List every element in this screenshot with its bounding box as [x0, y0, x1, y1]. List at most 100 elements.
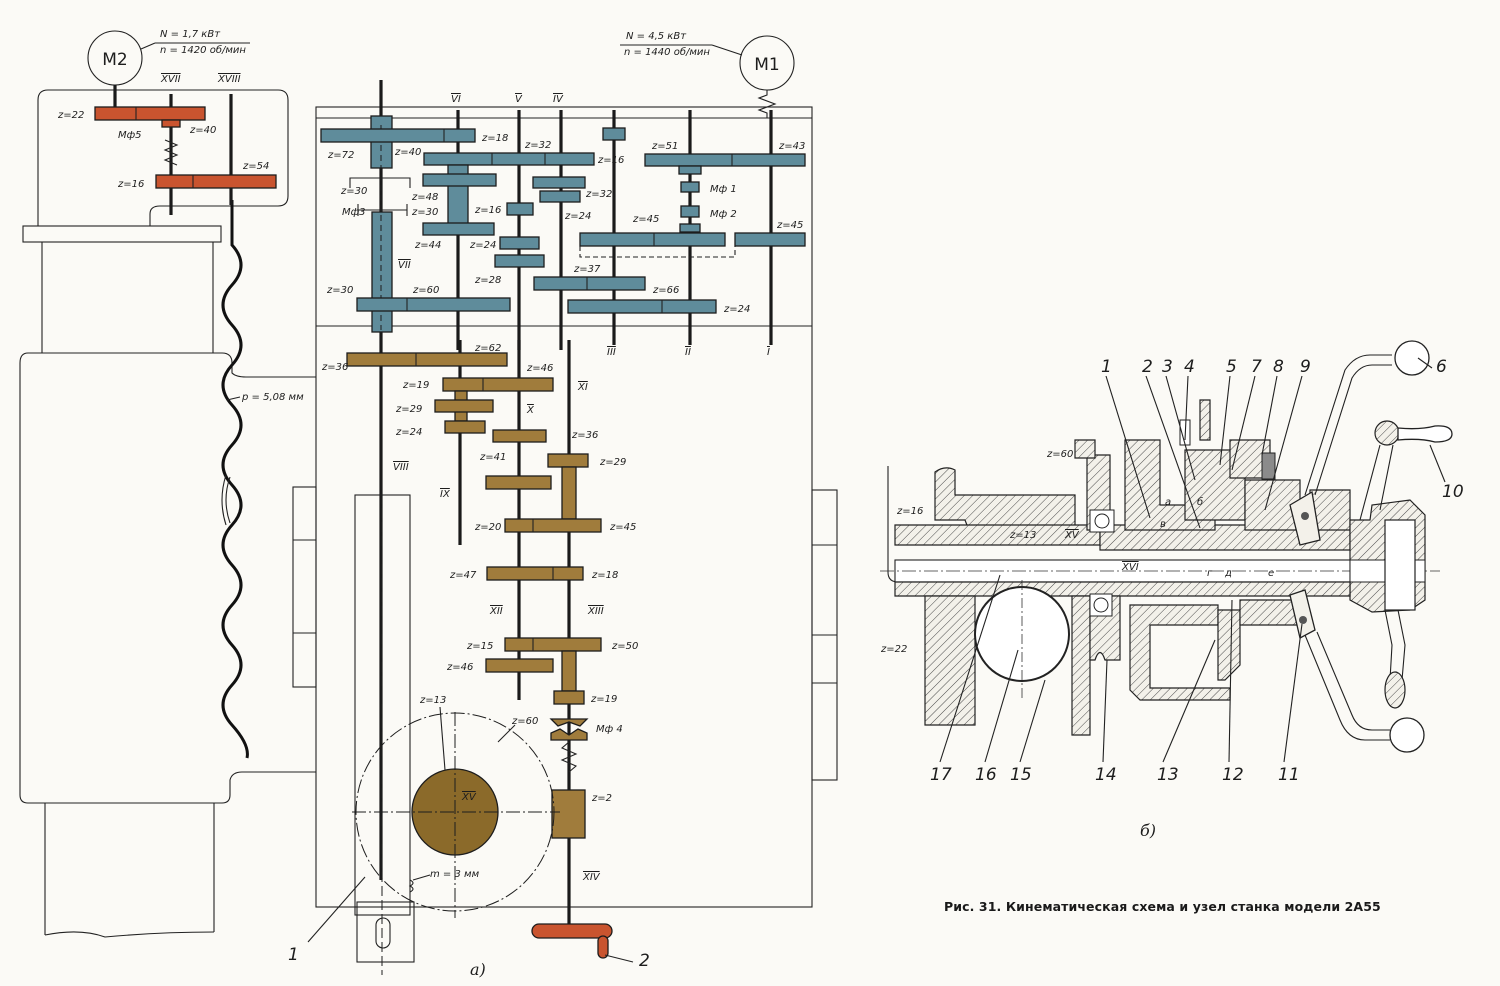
svg-text:z=54: z=54 [242, 161, 269, 172]
svg-text:11: 11 [1278, 765, 1300, 785]
svg-text:z=30: z=30 [326, 285, 353, 296]
svg-text:z=29: z=29 [395, 404, 422, 415]
svg-text:д: д [1224, 568, 1232, 579]
svg-text:z=24: z=24 [564, 211, 591, 222]
svg-text:VI: VI [451, 94, 461, 105]
svg-text:z=43: z=43 [778, 141, 805, 152]
svg-text:XIV: XIV [582, 872, 601, 883]
svg-text:z=36: z=36 [571, 430, 598, 441]
clutch-mf4-label: Мф 4 [596, 724, 623, 735]
svg-text:б: б [1197, 496, 1203, 508]
svg-text:10: 10 [1442, 482, 1464, 502]
svg-text:z=13: z=13 [419, 695, 446, 706]
gear-z22 [94, 106, 206, 121]
svg-text:XI: XI [577, 382, 588, 393]
part-label-1: 1 [288, 945, 299, 965]
svg-text:z=16: z=16 [597, 155, 624, 166]
svg-text:z=46: z=46 [446, 662, 473, 673]
svg-text:15: 15 [1010, 765, 1032, 785]
worm-z2 [551, 789, 586, 839]
svg-text:z=18: z=18 [591, 570, 618, 581]
svg-text:z=13: z=13 [1009, 530, 1036, 541]
svg-text:z=2: z=2 [591, 793, 612, 804]
svg-text:z=60: z=60 [1046, 449, 1073, 460]
svg-text:z=40: z=40 [189, 125, 216, 136]
svg-text:z=60: z=60 [412, 285, 439, 296]
svg-text:X: X [526, 405, 535, 416]
part-label-2: 2 [639, 951, 650, 971]
svg-text:z=16: z=16 [896, 506, 923, 517]
motor-m1-power: N = 4,5 кВт [626, 31, 687, 42]
svg-text:3: 3 [1162, 357, 1173, 377]
svg-text:z=30: z=30 [411, 207, 438, 218]
svg-text:XV: XV [1064, 530, 1080, 541]
motor-m1-label: M1 [754, 55, 779, 75]
subfigure-b-label: б) [1140, 821, 1156, 840]
svg-text:z=32: z=32 [585, 189, 612, 200]
svg-text:8: 8 [1273, 357, 1284, 377]
clutch-mf1-label: Мф 1 [710, 184, 737, 195]
svg-text:а: а [1165, 497, 1171, 508]
svg-text:VII: VII [398, 260, 411, 271]
worm-wheel-assembly: XV z=13 z=60 m = 3 мм 1 [288, 480, 560, 975]
svg-text:m = 3 мм: m = 3 мм [430, 869, 480, 880]
motor-m2-label: M2 [102, 50, 127, 70]
svg-text:4: 4 [1184, 357, 1195, 377]
svg-text:XII: XII [489, 606, 503, 617]
svg-text:z=44: z=44 [414, 240, 441, 251]
svg-text:13: 13 [1157, 765, 1179, 785]
svg-text:z=51: z=51 [651, 141, 678, 152]
svg-text:z=60: z=60 [511, 716, 538, 727]
feed-handwheel: 2 [531, 923, 650, 971]
svg-text:z=45: z=45 [776, 220, 803, 231]
svg-text:III: III [607, 347, 616, 358]
svg-text:z=20: z=20 [474, 522, 501, 533]
svg-text:z=46: z=46 [526, 363, 553, 374]
svg-text:7: 7 [1251, 357, 1262, 377]
svg-text:z=16: z=16 [474, 205, 501, 216]
svg-text:I: I [767, 347, 770, 358]
clutch-mf2-label: Мф 2 [710, 209, 737, 220]
svg-text:z=15: z=15 [466, 641, 493, 652]
shaft-label-XVII: XVII [160, 74, 181, 85]
svg-text:z=24: z=24 [469, 240, 496, 251]
svg-text:z=19: z=19 [402, 380, 429, 391]
svg-text:z=45: z=45 [632, 214, 659, 225]
svg-text:XV: XV [461, 792, 477, 803]
svg-text:z=24: z=24 [723, 304, 750, 315]
svg-text:z=45: z=45 [609, 522, 636, 533]
svg-text:z=24: z=24 [395, 427, 422, 438]
svg-text:II: II [685, 347, 691, 358]
svg-text:IX: IX [440, 489, 451, 500]
svg-text:z=36: z=36 [321, 362, 348, 373]
svg-text:XVI: XVI [1121, 562, 1139, 573]
svg-text:в: в [1160, 519, 1166, 530]
svg-text:z=41: z=41 [479, 452, 506, 463]
svg-text:6: 6 [1436, 357, 1447, 377]
svg-text:z=37: z=37 [573, 264, 601, 275]
svg-text:1: 1 [1101, 357, 1112, 377]
clutch-mf3-label: Мф3 [342, 207, 366, 218]
motor-m2-power: N = 1,7 кВт [160, 29, 221, 40]
figure-caption: Рис. 31. Кинематическая схема и узел ста… [944, 899, 1381, 914]
svg-text:z=40: z=40 [394, 147, 421, 158]
svg-text:z=62: z=62 [474, 343, 501, 354]
motor-m1-speed: n = 1440 об/мин [624, 46, 710, 58]
svg-text:z=66: z=66 [652, 285, 679, 296]
svg-text:z=72: z=72 [327, 150, 354, 161]
feed-box: VIII IX X XI XII XIII XIV Мф 4 z=3 [321, 340, 638, 930]
svg-text:z=48: z=48 [411, 192, 438, 203]
svg-text:5: 5 [1226, 357, 1237, 377]
subfigure-a-label: а) [470, 960, 486, 979]
svg-text:z=18: z=18 [481, 133, 508, 144]
lift-drive: M2 N = 1,7 кВт n = 1420 об/мин XVII XVII… [57, 29, 277, 215]
svg-text:12: 12 [1222, 765, 1244, 785]
svg-text:z=28: z=28 [474, 275, 501, 286]
shaft-label-XVIII: XVIII [217, 74, 241, 85]
motor-m2-speed: n = 1420 об/мин [160, 44, 246, 56]
svg-text:z=16: z=16 [117, 179, 144, 190]
svg-text:z=29: z=29 [599, 457, 626, 468]
svg-text:z=19: z=19 [590, 694, 617, 705]
screw-pitch-label: p = 5,08 мм [241, 392, 304, 403]
